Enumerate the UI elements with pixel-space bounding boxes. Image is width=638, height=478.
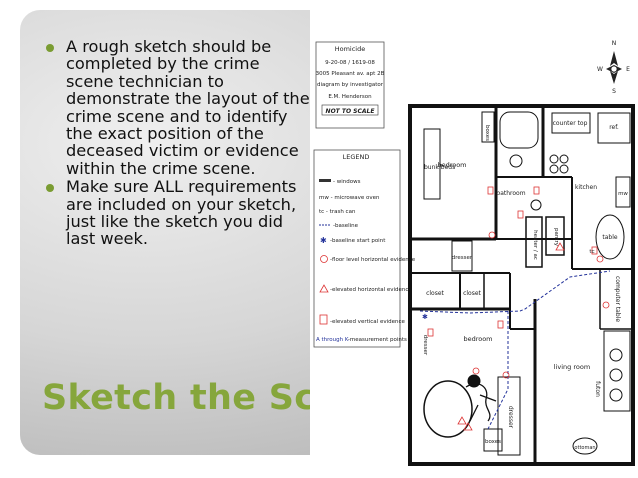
elevated-horizontal-icon — [319, 284, 329, 293]
compass-label: W — [597, 66, 603, 73]
scale-note: NOT TO SCALE — [326, 108, 376, 115]
header-line: E.M. Henderson — [328, 94, 372, 100]
bullet-list: A rough sketch should be completed by th… — [46, 38, 311, 249]
legend-item: -elevated horizontal evidence — [330, 287, 412, 293]
legend-item: -floor level horizontal evidence — [330, 257, 416, 263]
room-label: bedroom — [463, 335, 492, 343]
header-line: Homicide — [335, 45, 366, 53]
room-label: dresser — [422, 335, 428, 356]
compass-label: E — [626, 66, 630, 73]
bullet-text: Make sure ALL requirements are included … — [66, 177, 297, 249]
sketch-header: Homicide 9-20-08 / 1619-08 3005 Pleasant… — [315, 41, 385, 129]
crime-scene-sketch: Homicide 9-20-08 / 1619-08 3005 Pleasant… — [310, 9, 638, 469]
floor-plan — [408, 104, 635, 466]
compass-label: S — [612, 88, 616, 95]
room-label: computer table — [614, 276, 621, 322]
bullet-dot-icon — [46, 184, 54, 193]
room-label: ref. — [609, 124, 619, 131]
room-label: ottoman — [574, 445, 595, 451]
sketch-legend: LEGEND - windows mw - microwave oven tc … — [313, 149, 416, 348]
room-label: futon — [594, 381, 601, 397]
room-label: bunk beds — [424, 164, 455, 171]
window-symbol-icon — [319, 179, 331, 182]
room-label: mw — [618, 191, 628, 197]
header-line: diagram by investigator — [317, 82, 384, 88]
room-label: closet — [463, 290, 481, 297]
room-label: dresser — [507, 406, 514, 429]
bullet-text: A rough sketch should be completed by th… — [66, 37, 310, 178]
svg-text:✱: ✱ — [422, 313, 428, 321]
baseline-start-icon: ✱ — [320, 236, 327, 245]
room-label: counter top — [553, 120, 588, 127]
legend-item: -elevated vertical evidence — [330, 319, 405, 325]
room-label: table — [602, 234, 618, 241]
room-label: dresser — [452, 255, 473, 261]
evidence-markers — [427, 186, 610, 431]
room-label: living room — [554, 363, 590, 371]
bullet-dot-icon — [46, 44, 54, 52]
legend-measurement: A through K-measurement points — [316, 337, 407, 343]
room-labels: bedroom bunk beds bathroom counter top r… — [422, 120, 628, 451]
compass-label: N — [612, 40, 617, 47]
legend-item: -baseline start point — [330, 238, 386, 244]
room-label: bathroom — [496, 190, 525, 197]
legend-item: - windows — [333, 179, 361, 185]
baseline-path: ✱ — [419, 270, 611, 430]
legend-item: tc - trash can — [319, 209, 356, 215]
room-label: boxes — [484, 125, 490, 141]
legend-item: mw - microwave oven — [319, 195, 380, 201]
elevated-vertical-icon — [319, 314, 328, 325]
header-line: 9-20-08 / 1619-08 — [325, 60, 375, 66]
legend-item: -baseline — [333, 223, 359, 229]
bullet-item: Make sure ALL requirements are included … — [46, 178, 311, 248]
room-label: kitchen — [575, 184, 597, 191]
room-label: tc — [589, 249, 594, 255]
bullet-item: A rough sketch should be completed by th… — [46, 38, 311, 177]
legend-title: LEGEND — [343, 153, 370, 161]
room-label: boxes — [485, 439, 501, 445]
room-label: closet — [426, 290, 444, 297]
compass-icon: N S E W — [597, 40, 630, 95]
header-line: 3005 Pleasant av. apt 2B — [316, 71, 385, 77]
room-label: pantry — [553, 228, 559, 247]
sketch-drawing: Homicide 9-20-08 / 1619-08 3005 Pleasant… — [313, 40, 635, 466]
floor-evidence-icon — [320, 255, 328, 263]
room-label: heater / ac — [532, 230, 538, 260]
room-label: bedroom — [437, 161, 466, 169]
